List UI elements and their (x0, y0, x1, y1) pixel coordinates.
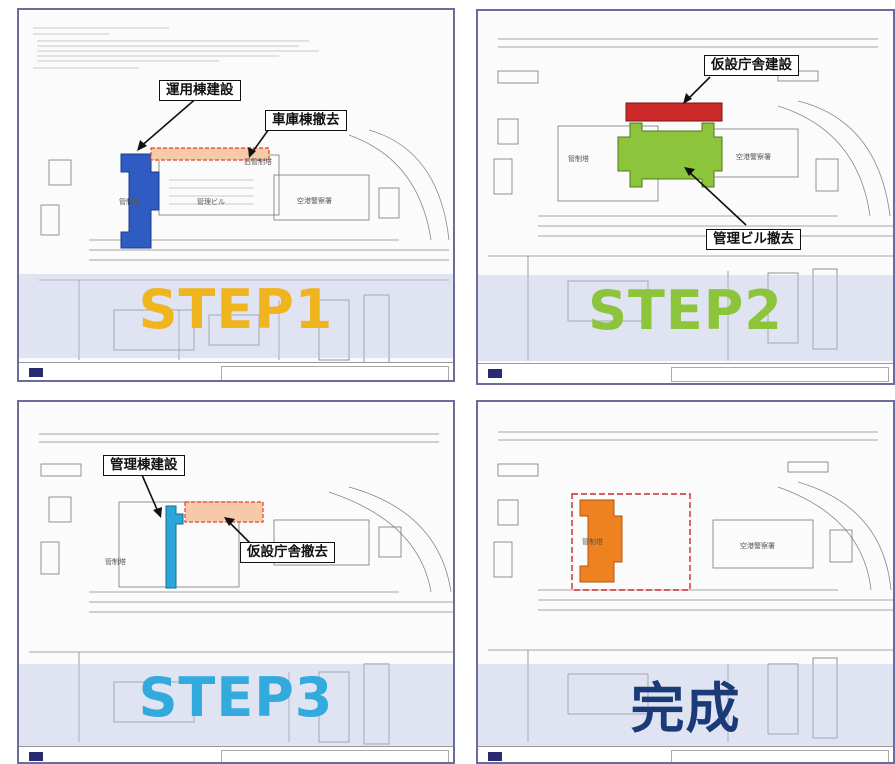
firm-logo-icon (29, 752, 43, 761)
map-label-control-tower: 管制塔 (568, 154, 589, 163)
completion-panel: 管制塔 空港警察署 完成 (476, 400, 895, 764)
completion-label: 完成 (630, 677, 741, 740)
step1-footer (19, 362, 453, 380)
callout-temporary-office-construction: 仮設庁舎建設 (704, 55, 799, 76)
step2-footer (478, 363, 893, 383)
firm-logo-icon (488, 369, 502, 378)
completion-site-plan: 管制塔 空港警察署 (488, 431, 893, 742)
step1-panel: 管制塔 管理ビル 旧管制塔 空港警察署 運用棟建設 車庫棟撤去 STEP1 (17, 8, 455, 382)
callout-temporary-office-demolition: 仮設庁舎撤去 (240, 542, 335, 563)
map-label-airport-police: 空港警察署 (740, 541, 775, 550)
map-label-old-control-tower: 旧管制塔 (244, 157, 272, 166)
completion-label-band (478, 664, 893, 746)
garage-demolition-area (150, 147, 270, 161)
map-label-control-tower: 管制塔 (119, 197, 140, 206)
callout-admin-building-demolition: 管理ビル撤去 (706, 229, 801, 250)
step2-panel: 管制塔 空港警察署 仮設庁舎建設 管理ビル撤去 STEP2 (476, 9, 895, 385)
step3-panel: 管制塔 管理棟建設 仮設庁舎撤去 STEP3 (17, 400, 455, 764)
step2-label: STEP2 (588, 279, 783, 342)
firm-logo-icon (488, 752, 502, 761)
admin-building-construction-shape (165, 505, 184, 589)
step3-footer (19, 746, 453, 762)
map-label-airport-police: 空港警察署 (297, 196, 332, 205)
callout-operations-building-construction: 運用棟建設 (159, 80, 241, 101)
map-label-airport-police: 空港警察署 (736, 152, 771, 161)
map-label-control-tower: 管制塔 (582, 537, 603, 546)
completion-footer (478, 746, 893, 762)
title-block (221, 750, 449, 762)
callout-admin-building-construction: 管理棟建設 (103, 455, 185, 476)
map-label-control-tower: 管制塔 (105, 557, 126, 566)
completed-building-shape (579, 499, 623, 583)
step2-label-band (478, 275, 893, 361)
step1-label: STEP1 (138, 278, 334, 341)
operations-building-shape (120, 153, 160, 249)
title-block (221, 366, 449, 380)
step3-label-band (19, 664, 453, 746)
temporary-office-demolition-area (184, 501, 264, 523)
step1-label-band (19, 274, 453, 358)
step3-label: STEP3 (138, 666, 334, 729)
title-block (671, 750, 889, 762)
project-boundary (571, 493, 691, 591)
callout-garage-demolition: 車庫棟撤去 (265, 110, 347, 131)
step2-site-plan: 管制塔 空港警察署 (488, 38, 893, 361)
step1-site-plan: 管制塔 管理ビル 旧管制塔 空港警察署 (33, 27, 450, 366)
firm-logo-icon (29, 368, 43, 377)
map-label-admin-building: 管理ビル (197, 197, 225, 206)
title-block (671, 367, 889, 382)
admin-building-demolition-shape (617, 122, 723, 188)
temporary-office-shape (625, 102, 723, 122)
